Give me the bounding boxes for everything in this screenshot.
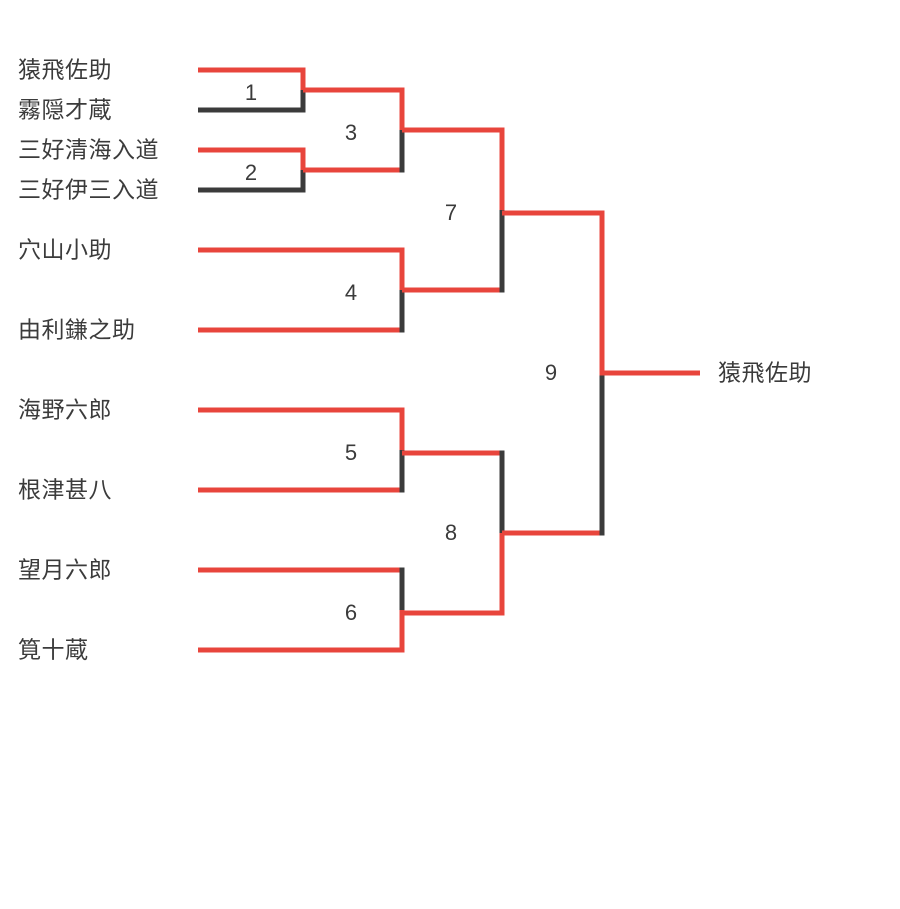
- competitor-label: 三好伊三入道: [18, 176, 159, 203]
- match-number-2: 2: [244, 160, 258, 185]
- competitor-label: 三好清海入道: [18, 136, 159, 163]
- champion-label: 猿飛佐助: [718, 359, 812, 386]
- match-number-3: 3: [344, 120, 358, 145]
- match-lines-group: [198, 67, 605, 653]
- match-number-7: 7: [444, 200, 458, 225]
- competitor-label: 霧隠才蔵: [18, 96, 112, 123]
- match-number-5: 5: [344, 440, 358, 465]
- match-number-8: 8: [444, 520, 458, 545]
- match-number-1: 1: [244, 80, 258, 105]
- match-number-9: 9: [544, 360, 558, 385]
- competitor-label: 穴山小助: [18, 236, 112, 263]
- competitor-label: 由利鎌之助: [18, 316, 136, 343]
- competitor-label: 筧十蔵: [18, 636, 89, 663]
- competitor-label: 海野六郎: [18, 396, 112, 423]
- competitor-label: 望月六郎: [18, 556, 112, 583]
- match-number-6: 6: [344, 600, 358, 625]
- match-number-4: 4: [344, 280, 358, 305]
- competitor-label: 根津甚八: [18, 476, 112, 503]
- competitor-label: 猿飛佐助: [18, 56, 112, 83]
